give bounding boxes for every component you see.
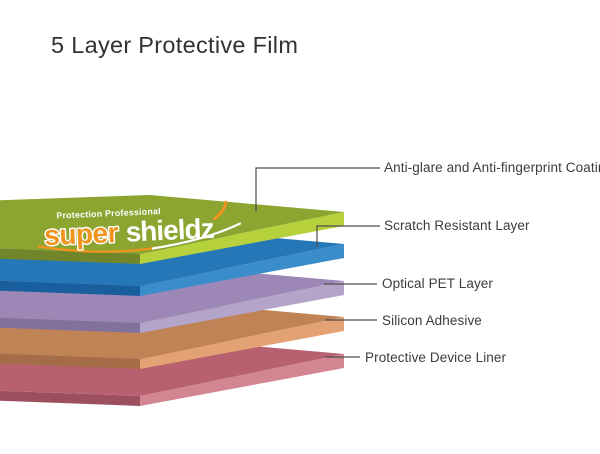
logo-tagline: Protection Professional [56, 206, 161, 221]
coating-right-edge-face [140, 212, 344, 264]
label-silicon-adhesive: Silicon Adhesive [382, 313, 482, 328]
page-title: 5 Layer Protective Film [51, 32, 299, 58]
logo-brand-super: super [44, 217, 120, 251]
connector-antiglare [255, 167, 380, 211]
liner-right-edge-face [140, 354, 344, 406]
layer-antiglare-coating [0, 195, 344, 264]
pet-right-edge-face [140, 281, 344, 333]
label-antiglare-coating: Anti-glare and Anti-fingerprint Coating [384, 160, 600, 175]
connector-scratch [316, 225, 380, 247]
logo-z-flick [213, 200, 228, 221]
logo-brand: super shieldz [44, 213, 215, 251]
logo-brand-shieldz: shieldz [125, 213, 214, 248]
logo-swoosh-white [151, 222, 242, 250]
label-scratch-resistant: Scratch Resistant Layer [384, 218, 530, 233]
coating-top-face [0, 195, 344, 254]
label-protective-device-liner: Protective Device Liner [365, 350, 507, 365]
logo-swoosh-orange [37, 245, 165, 253]
scratch-right-edge-face [140, 244, 344, 296]
adhesive-left-edge-face [0, 353, 140, 369]
adhesive-right-edge-face [140, 317, 344, 369]
coating-left-edge-face [0, 248, 140, 264]
pet-left-edge-face [0, 317, 140, 333]
supershieldz-logo: Protection Professional super shieldz [37, 200, 242, 253]
scratch-left-edge-face [0, 280, 140, 296]
label-optical-pet: Optical PET Layer [382, 276, 493, 291]
liner-left-edge-face [0, 390, 140, 406]
